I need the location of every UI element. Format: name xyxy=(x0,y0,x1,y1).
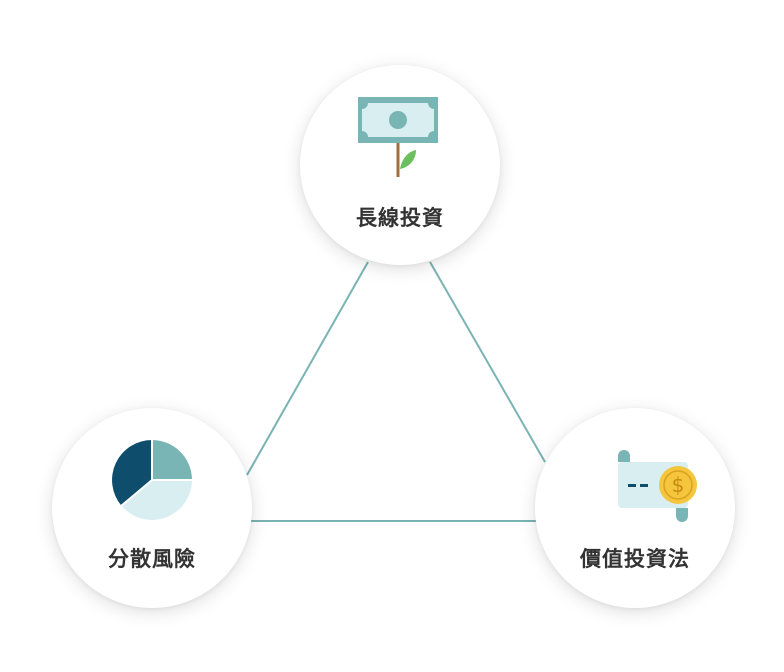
connector-top-right xyxy=(429,261,546,463)
node-label: 價值投資法 xyxy=(580,547,690,571)
dollar-scroll-icon: $ xyxy=(618,450,700,530)
node-value-investing: $ 價值投資法 xyxy=(535,408,735,608)
money-plant-icon xyxy=(358,97,442,185)
svg-text:$: $ xyxy=(672,473,685,497)
node-long-term-investment: 長線投資 xyxy=(300,65,500,265)
pie-chart-icon xyxy=(110,438,194,526)
node-label: 長線投資 xyxy=(356,206,444,230)
node-label: 分散風險 xyxy=(108,547,196,571)
node-diversify-risk: 分散風險 xyxy=(52,408,252,608)
connector-top-left xyxy=(246,261,369,476)
